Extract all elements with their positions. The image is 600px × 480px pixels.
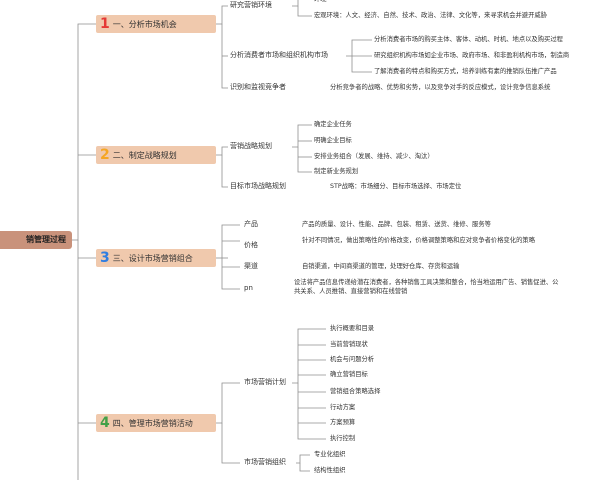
- b2-plan-item-4: 制定新业务规划: [314, 168, 359, 175]
- b3-channel-label: 渠道: [244, 262, 258, 270]
- b4-org-item-1: 专业化组织: [314, 451, 346, 458]
- branch-4-number: 4: [100, 415, 110, 431]
- root-label: 销管理过程: [26, 235, 66, 244]
- b2-plan-label: 营销战略规划: [230, 142, 272, 150]
- branch-3-label: 三、设计市场营销组合: [112, 254, 193, 263]
- b3-price-label: 价格: [244, 241, 258, 249]
- b1-consumer-label: 分析消费者市场和组织机构市场: [230, 51, 328, 59]
- b1-env-macro: 宏观环境：人文、经济、自然、技术、政治、法律、文化等，来寻求机会并避开威胁: [314, 12, 547, 19]
- b1-env-micro: 环境: [314, 0, 327, 4]
- branch-4-label: 四、管理市场营销活动: [112, 419, 193, 428]
- b4-plan-label: 市场营销计划: [244, 378, 286, 386]
- b4-org-item-2: 结构性组织: [314, 467, 346, 474]
- b3-promotion-desc: 设法将产品信息传递给潜在消费者，各种销售工具决策和整合，恰当地运用广告、销售促进…: [294, 279, 559, 295]
- b3-channel-desc: 自销渠道，中间商渠道的管理，处理好仓库、存货和运输: [302, 263, 460, 270]
- b1-consumer-item-1: 分析消费者市场的购买主体、客体、动机、时机、地点以及购买过程: [374, 36, 563, 43]
- branch-3-number: 3: [100, 250, 110, 266]
- b4-plan-item-6: 行动方案: [330, 404, 356, 411]
- branch-2-number: 2: [100, 147, 110, 163]
- b4-plan-item-8: 执行控制: [330, 435, 356, 442]
- b1-competitor-label: 识别和监视竞争者: [230, 83, 286, 91]
- b4-plan-item-7: 方案预算: [330, 419, 356, 426]
- b3-promotion-label: pn: [244, 284, 253, 292]
- b2-target-label: 目标市场战略规划: [230, 182, 286, 190]
- b3-price-desc: 针对不同情况，做出策略性的价格改变，价格调整策略和应对竞争者价格变化的策略: [302, 237, 535, 244]
- branch-2-label: 二、制定战略规划: [112, 151, 177, 160]
- root-node: 销管理过程: [0, 231, 72, 249]
- b4-plan-item-2: 当前营销现状: [330, 341, 368, 348]
- branch-1-label: 一、分析市场机会: [112, 20, 177, 29]
- b2-plan-item-1: 确定企业任务: [314, 121, 352, 128]
- b1-consumer-item-3: 了解消费者的特点和购买方式，培养训练有素的推销队伍推广产品: [374, 68, 557, 75]
- b1-competitor-desc: 分析竞争者的战略、优势和劣势，以及竞争对手的反应模式，设计竞争信息系统: [330, 84, 551, 91]
- b4-plan-item-3: 机会与问题分析: [330, 356, 375, 363]
- b4-plan-item-1: 执行概要和目录: [330, 325, 375, 332]
- b4-org-label: 市场营销组织: [244, 458, 286, 466]
- b3-product-label: 产品: [244, 220, 258, 228]
- b1-env-label: 研究营销环境: [230, 1, 272, 9]
- b3-product-desc: 产品的质量、设计、性能、品牌、包装、租赁、送货、维修、服务等: [302, 221, 491, 228]
- b2-plan-item-3: 安排业务组合（发展、维持、减少、淘汰）: [314, 153, 434, 160]
- b4-plan-item-4: 确立营销目标: [330, 371, 368, 378]
- b2-target-desc: STP战略：市场细分、目标市场选择、市场定位: [330, 183, 462, 190]
- b2-plan-item-2: 明确企业目标: [314, 137, 352, 144]
- b4-plan-item-5: 营销组合策略选择: [330, 388, 381, 395]
- branch-1-number: 1: [100, 16, 110, 32]
- b1-consumer-item-2: 研究组织机构市场如企业市场、政府市场、和非盈利机构市场，制造商: [374, 52, 570, 59]
